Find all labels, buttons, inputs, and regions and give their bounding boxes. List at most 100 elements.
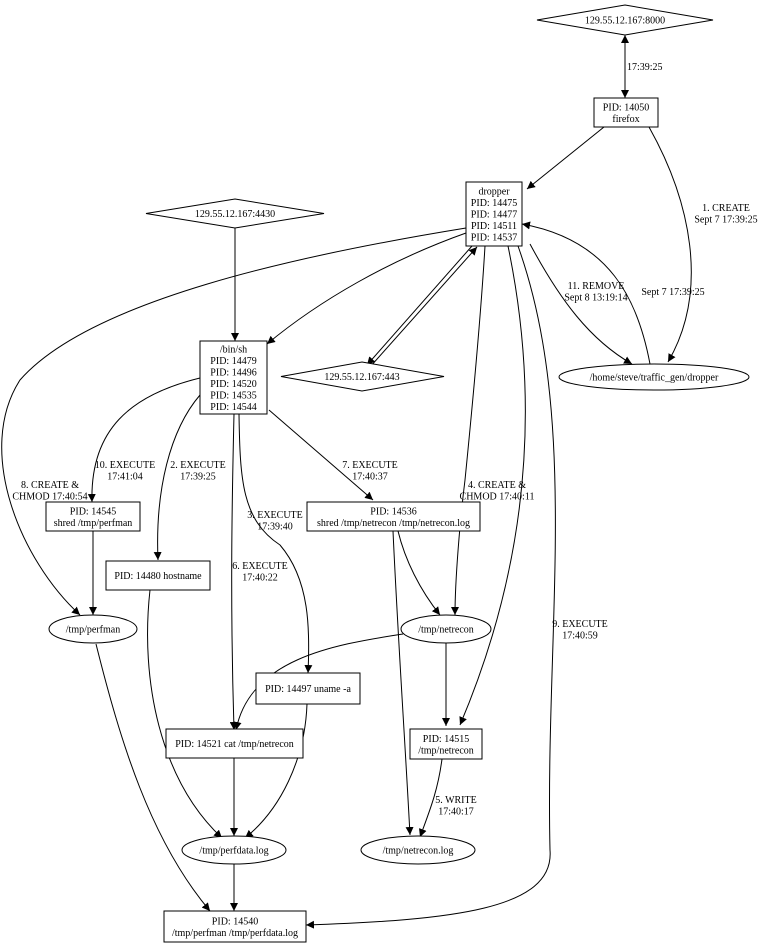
label-line: /tmp/netrecon.log xyxy=(383,846,454,857)
edge-dropper-procnetrecon xyxy=(459,245,526,726)
label-line: 129.55.12.167:8000 xyxy=(585,16,665,27)
label-line: 4. CREATE & xyxy=(468,480,526,491)
node-label: PID: 14540/tmp/perfman /tmp/perfdata.log xyxy=(172,916,298,939)
edge-dropper-14540 xyxy=(305,245,556,929)
node-label: PID: 14497 uname -a xyxy=(265,684,351,695)
label-line: 17:40:22 xyxy=(242,573,278,584)
label-line: shred /tmp/netrecon /tmp/netrecon.log xyxy=(317,518,470,529)
label-line: 9. EXECUTE xyxy=(552,619,608,630)
label-line: 17:40:37 xyxy=(352,472,388,483)
label-line: /tmp/perfman /tmp/perfdata.log xyxy=(172,928,298,939)
label-line: /tmp/netrecon xyxy=(418,745,474,756)
edge-firefox-dropperfile xyxy=(648,126,692,363)
label-line: CHMOD 17:40:11 xyxy=(460,492,535,503)
node-hostname[interactable]: PID: 14480 hostname xyxy=(105,560,211,591)
node-label: /tmp/netrecon.log xyxy=(383,846,454,857)
process-box xyxy=(105,560,211,591)
node-label: PID: 14515/tmp/netrecon xyxy=(418,734,474,757)
process-box xyxy=(465,181,523,247)
edge-label-dropperfile-dropper: Sept 7 17:39:25 xyxy=(641,287,704,298)
node-proc-14540[interactable]: PID: 14540/tmp/perfman /tmp/perfdata.log xyxy=(163,910,307,943)
label-line: 17:39:40 xyxy=(257,522,293,533)
node-ip-8000[interactable]: 129.55.12.167:8000 xyxy=(536,4,714,36)
label-line: PID: 14545 xyxy=(70,506,116,517)
node-ip-4430[interactable]: 129.55.12.167:4430 xyxy=(145,198,325,229)
label-line: /tmp/netrecon xyxy=(418,625,474,636)
node-dropper-file[interactable]: /home/steve/traffic_gen/dropper xyxy=(558,363,750,391)
node-label: /home/steve/traffic_gen/dropper xyxy=(590,373,719,384)
edge-procnetrecon-netreconlog xyxy=(419,758,443,838)
ip-diamond xyxy=(280,361,445,392)
label-line: /tmp/perfman xyxy=(66,625,120,636)
node-netrecon-log[interactable]: /tmp/netrecon.log xyxy=(360,835,476,865)
process-box xyxy=(163,910,307,943)
edge-dropper-ip443-b xyxy=(369,246,478,368)
edge-binsh-hostname xyxy=(153,394,201,561)
node-netrecon[interactable]: /tmp/netrecon xyxy=(400,614,492,644)
label-line: PID: 14537 xyxy=(471,233,517,244)
node-perfdata[interactable]: /tmp/perfdata.log xyxy=(181,835,287,865)
label-line: PID: 14479 xyxy=(210,356,256,367)
label-line: firefox xyxy=(612,114,639,125)
label-line: PID: 14511 xyxy=(471,221,517,232)
label-line: 6. EXECUTE xyxy=(232,561,288,572)
node-label: /tmp/netrecon xyxy=(418,625,474,636)
label-line: 17:41:04 xyxy=(107,472,143,483)
edge-binsh-shrednetrecon xyxy=(268,409,374,501)
edge-shrednetrecon-netrecon xyxy=(397,530,441,616)
label-line: 7. EXECUTE xyxy=(342,460,398,471)
edges xyxy=(1,35,692,929)
node-label: /tmp/perfman xyxy=(66,625,120,636)
label-line: PID: 14480 hostname xyxy=(114,571,202,582)
ip-diamond xyxy=(536,4,714,36)
label-line: 11. REMOVE xyxy=(568,281,625,292)
label-line: shred /tmp/perfman xyxy=(54,518,133,529)
label-line: PID: 14540 xyxy=(212,916,258,927)
label-line: dropper xyxy=(478,187,510,198)
label-line: PID: 14536 xyxy=(370,506,416,517)
edge-dropper-netrecon xyxy=(451,245,486,616)
label-line: CHMOD 17:40:54 xyxy=(12,492,87,503)
node-proc-netrecon[interactable]: PID: 14515/tmp/netrecon xyxy=(409,728,483,760)
node-label: 129.55.12.167:443 xyxy=(324,372,399,383)
node-perfman[interactable]: /tmp/perfman xyxy=(48,614,138,644)
node-label: PID: 14521 cat /tmp/netrecon xyxy=(175,739,294,750)
label-line: 17:39:25 xyxy=(180,472,216,483)
edge-firefox-dropper xyxy=(526,126,605,190)
file-ellipse xyxy=(360,835,476,865)
label-line: PID: 14515 xyxy=(423,734,469,745)
node-uname[interactable]: PID: 14497 uname -a xyxy=(255,672,361,705)
node-label: 129.55.12.167:8000 xyxy=(585,16,665,27)
edge-dropper-dropperfile xyxy=(529,243,633,365)
label-line: /tmp/perfdata.log xyxy=(199,846,268,857)
node-ip-443[interactable]: 129.55.12.167:443 xyxy=(280,361,445,392)
edge-dropper-ip443-a xyxy=(366,245,473,366)
node-cat-netrecon[interactable]: PID: 14521 cat /tmp/netrecon xyxy=(165,728,304,759)
edge-label-dropper-perfman: 8. CREATE &CHMOD 17:40:54 xyxy=(12,480,87,503)
label-line: 17:40:17 xyxy=(438,807,474,818)
label-line: /home/steve/traffic_gen/dropper xyxy=(590,373,719,384)
edge-binsh-shredperfman xyxy=(87,377,201,503)
edge-dropperfile-dropper xyxy=(521,221,651,365)
edge-dropper-binsh xyxy=(266,232,467,345)
edge-binsh-cat xyxy=(229,413,238,731)
file-ellipse xyxy=(558,363,750,391)
edge-perfman-14540 xyxy=(95,643,211,912)
label-line: 129.55.12.167:4430 xyxy=(195,209,275,220)
